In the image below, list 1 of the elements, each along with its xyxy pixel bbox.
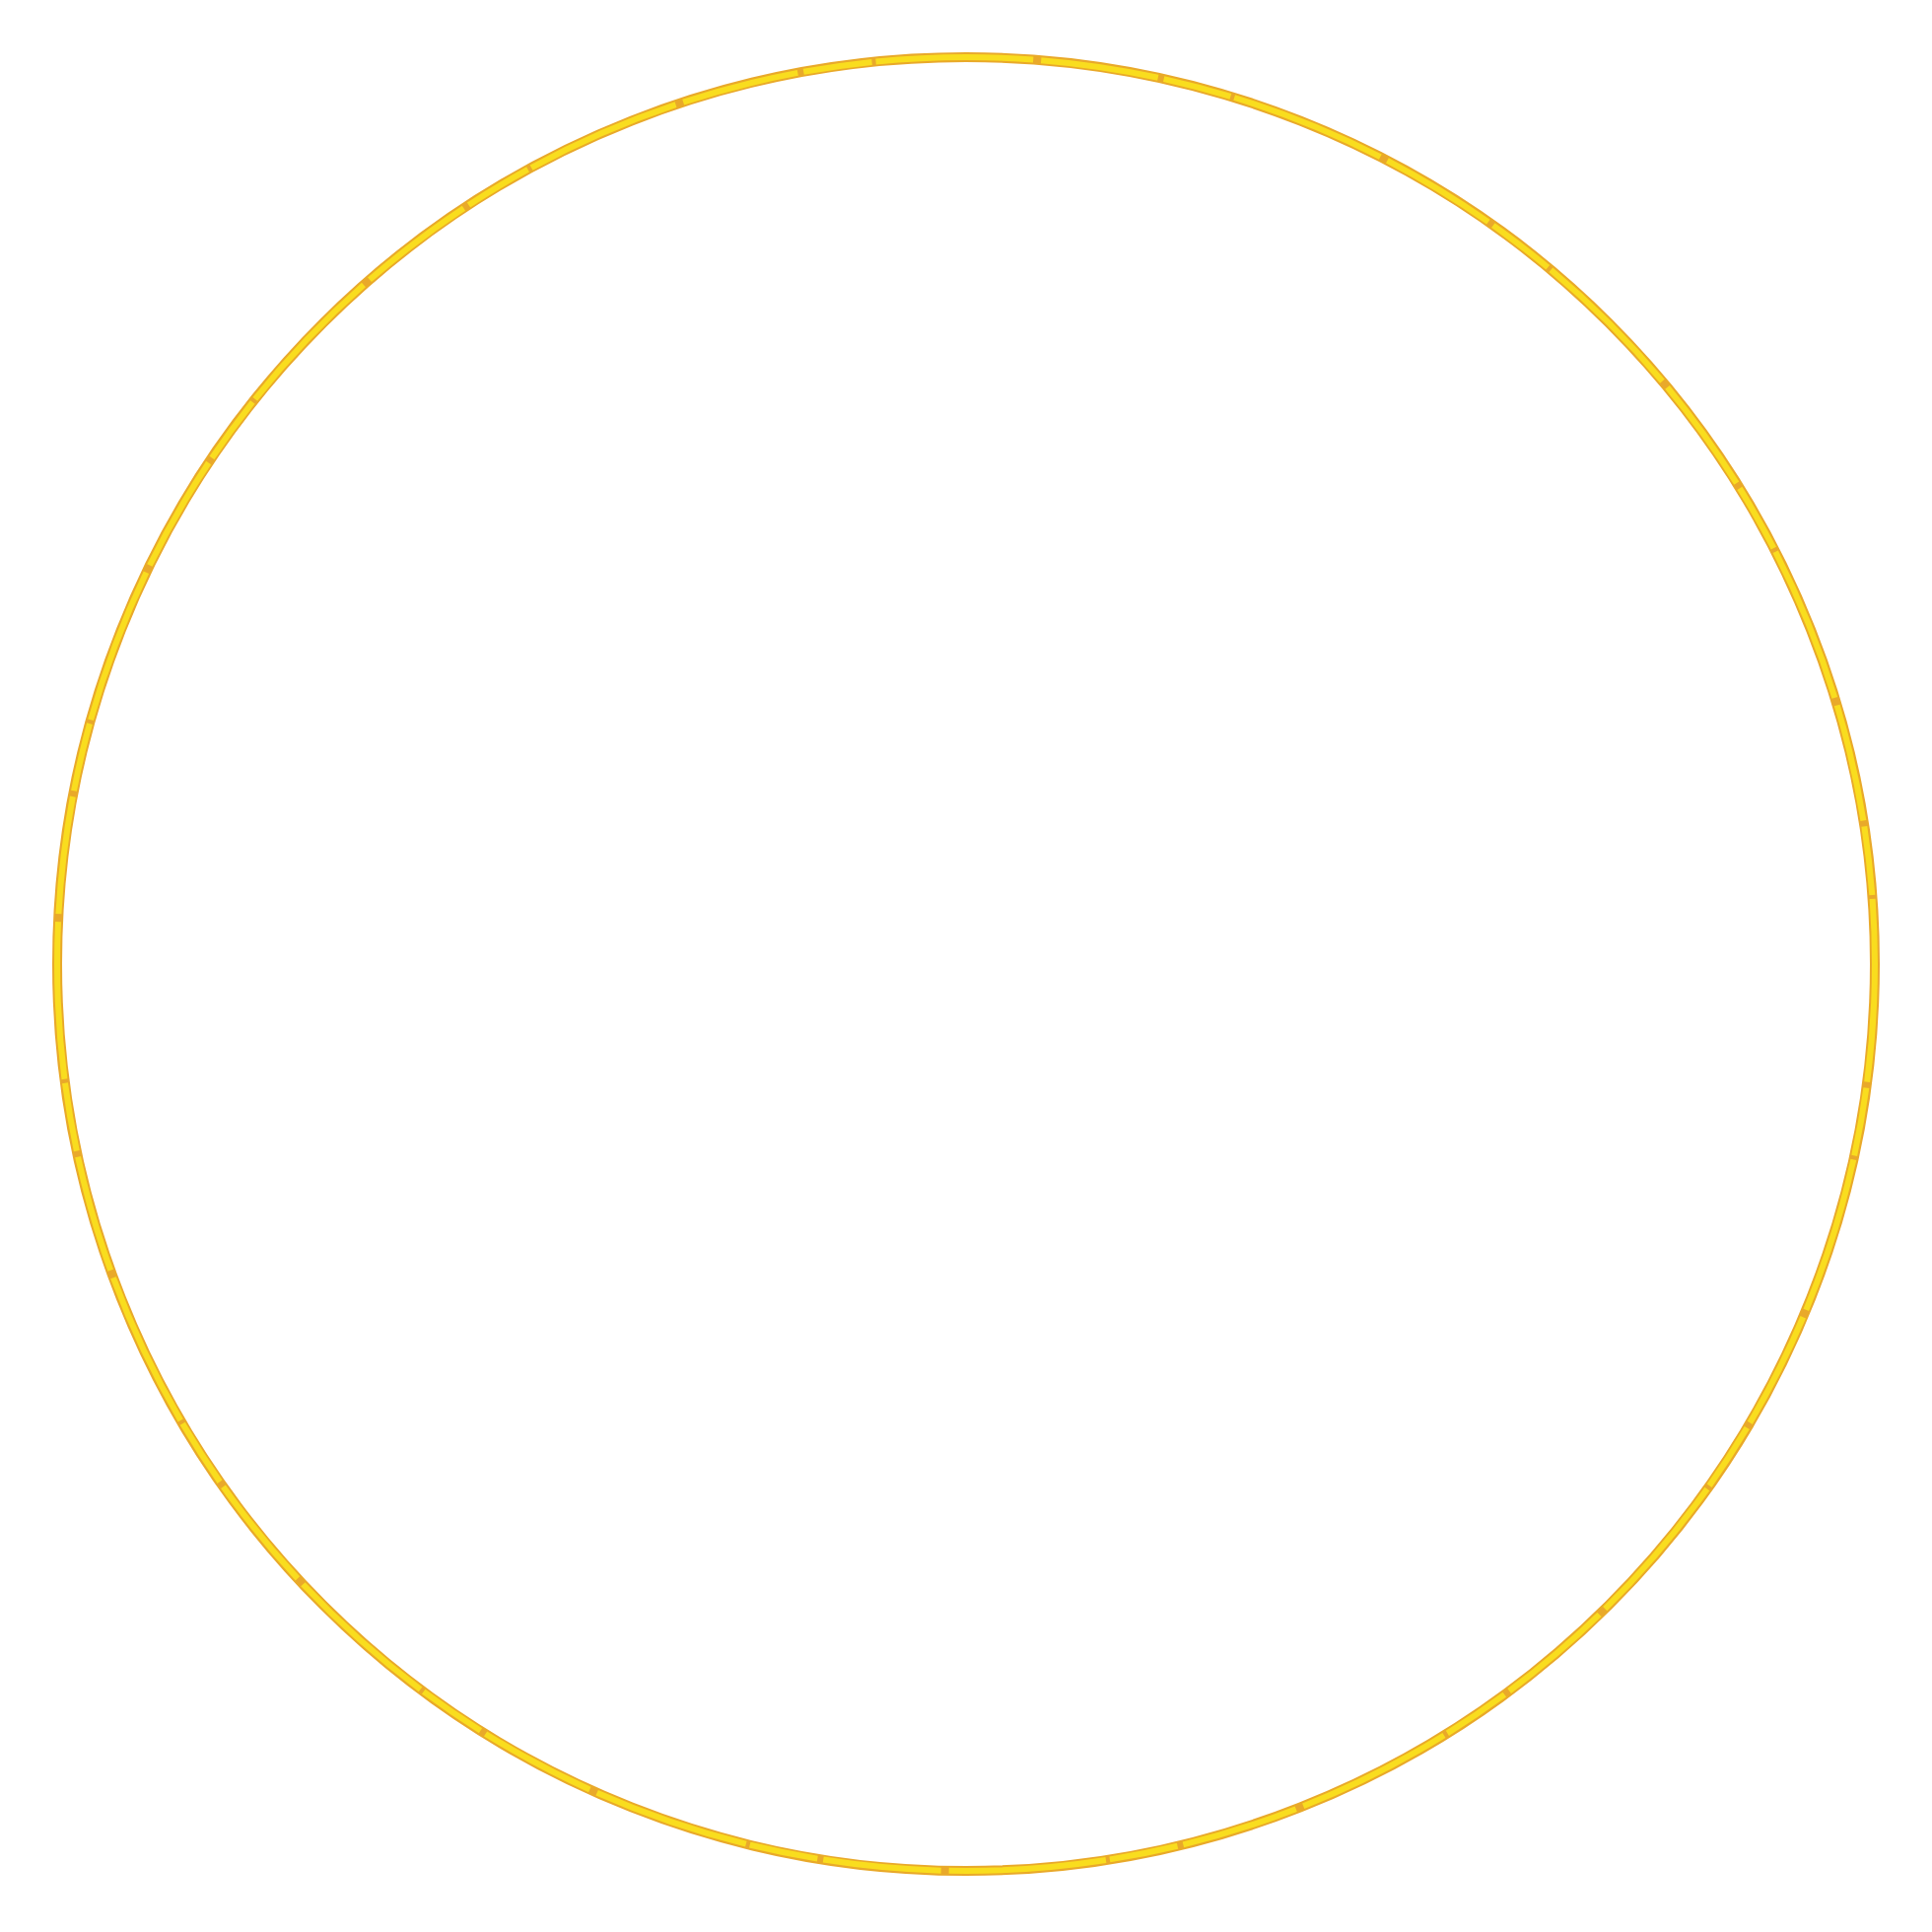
ring-outline [51,51,1881,1877]
